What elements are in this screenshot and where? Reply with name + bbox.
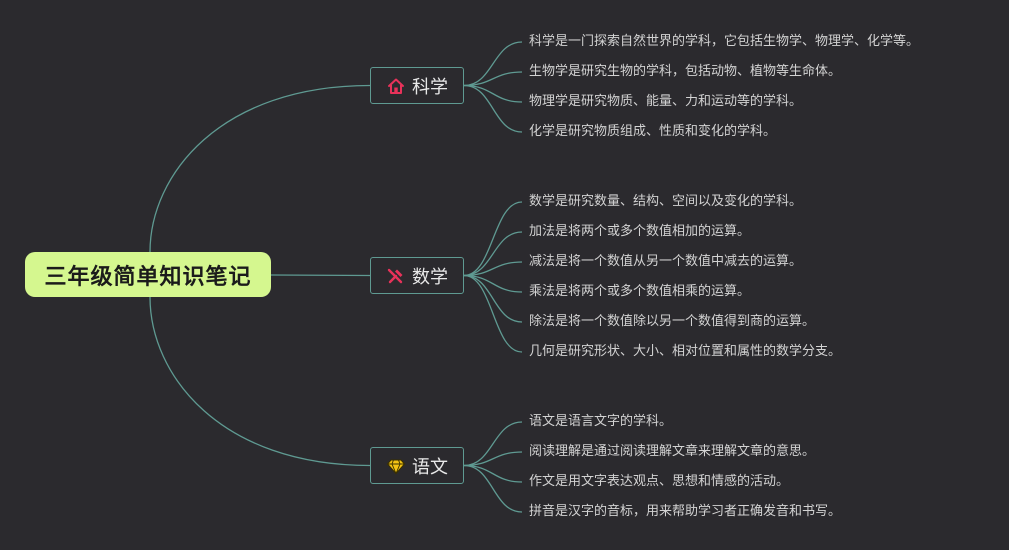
root-to-branch-connector bbox=[270, 274, 371, 277]
branch-node-chinese[interactable]: 语文 bbox=[370, 447, 464, 484]
leaf-chinese-1[interactable]: 语文是语言文字的学科。 bbox=[529, 414, 673, 429]
leaf-science-4[interactable]: 化学是研究物质组成、性质和变化的学科。 bbox=[529, 124, 777, 139]
home-icon bbox=[386, 76, 406, 96]
leaf-science-3[interactable]: 物理学是研究物质、能量、力和运动等的学科。 bbox=[529, 94, 803, 109]
branch-to-leaf-connector bbox=[463, 274, 523, 353]
branch-to-leaf-connector bbox=[463, 261, 523, 277]
leaf-science-2[interactable]: 生物学是研究生物的学科，包括动物、植物等生命体。 bbox=[529, 64, 842, 79]
root-node-label: 三年级简单知识笔记 bbox=[44, 264, 252, 290]
leaf-math-1[interactable]: 数学是研究数量、结构、空间以及变化的学科。 bbox=[529, 194, 803, 209]
branch-to-leaf-connector bbox=[463, 201, 523, 277]
branch-label-science: 科学 bbox=[412, 76, 448, 98]
branch-label-chinese: 语文 bbox=[412, 456, 448, 478]
leaf-chinese-4[interactable]: 拼音是汉字的音标，用来帮助学习者正确发音和书写。 bbox=[529, 504, 842, 519]
tools-icon bbox=[386, 266, 406, 286]
branch-to-leaf-connector bbox=[463, 421, 523, 467]
branch-to-leaf-connector bbox=[463, 84, 523, 103]
branch-to-leaf-connector bbox=[463, 274, 523, 323]
branch-node-science[interactable]: 科学 bbox=[370, 67, 464, 104]
leaf-math-4[interactable]: 乘法是将两个或多个数值相乘的运算。 bbox=[529, 284, 751, 299]
leaf-math-6[interactable]: 几何是研究形状、大小、相对位置和属性的数学分支。 bbox=[529, 344, 842, 359]
branch-to-leaf-connector bbox=[463, 84, 523, 133]
branch-node-math[interactable]: 数学 bbox=[370, 257, 464, 294]
root-node[interactable]: 三年级简单知识笔记 bbox=[25, 252, 271, 297]
root-to-branch-connector bbox=[149, 84, 371, 253]
branch-to-leaf-connector bbox=[463, 71, 523, 87]
leaf-math-2[interactable]: 加法是将两个或多个数值相加的运算。 bbox=[529, 224, 751, 239]
branch-label-math: 数学 bbox=[412, 266, 448, 288]
branch-to-leaf-connector bbox=[463, 231, 523, 277]
root-to-branch-connector bbox=[149, 296, 371, 467]
leaf-chinese-2[interactable]: 阅读理解是通过阅读理解文章来理解文章的意思。 bbox=[529, 444, 816, 459]
branch-to-leaf-connector bbox=[463, 451, 523, 467]
branch-to-leaf-connector bbox=[463, 464, 523, 483]
branch-to-leaf-connector bbox=[463, 464, 523, 513]
leaf-math-3[interactable]: 减法是将一个数值从另一个数值中减去的运算。 bbox=[529, 254, 803, 269]
leaf-science-1[interactable]: 科学是一门探索自然世界的学科，它包括生物学、物理学、化学等。 bbox=[529, 34, 920, 49]
leaf-chinese-3[interactable]: 作文是用文字表达观点、思想和情感的活动。 bbox=[529, 474, 790, 489]
diamond-icon bbox=[386, 456, 406, 476]
leaf-math-5[interactable]: 除法是将一个数值除以另一个数值得到商的运算。 bbox=[529, 314, 816, 329]
branch-to-leaf-connector bbox=[463, 41, 523, 87]
